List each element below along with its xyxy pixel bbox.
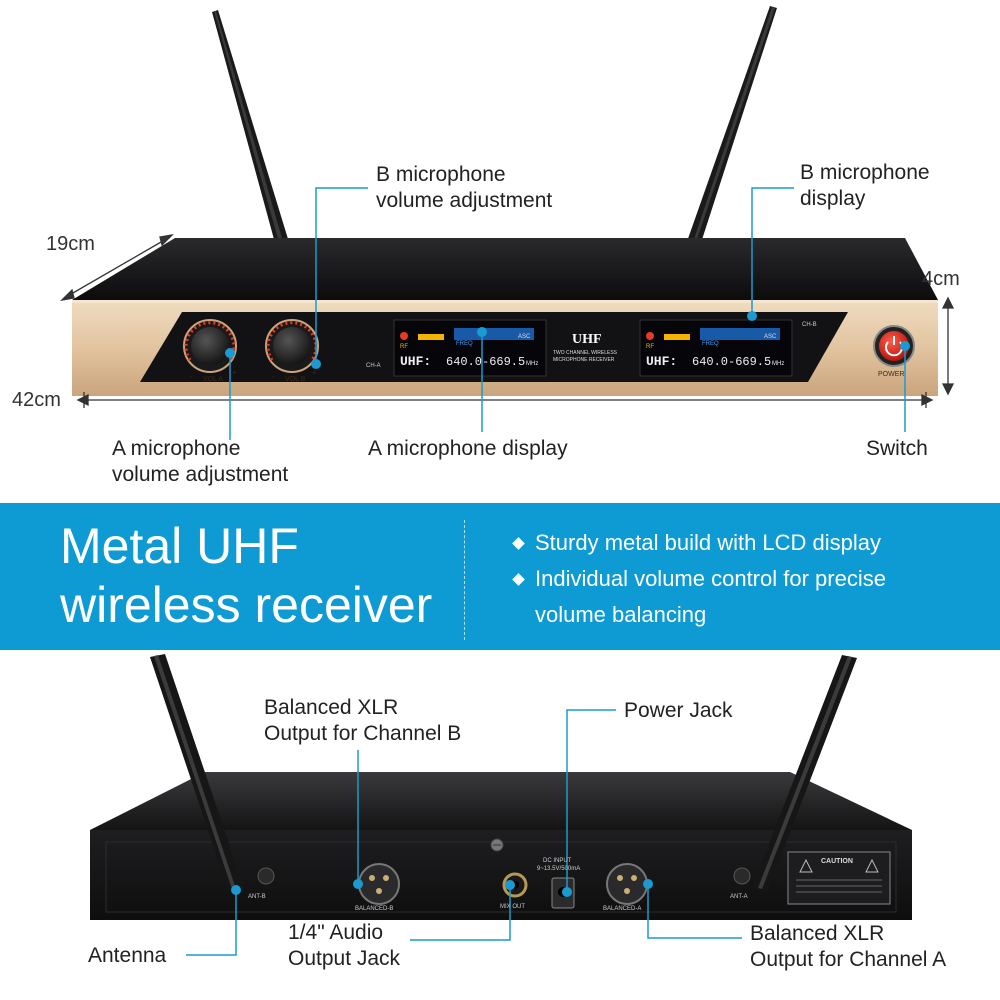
- lcd-a-freq: FREQ: [456, 341, 473, 347]
- rear-chassis-top: [90, 772, 912, 830]
- vol-b-plus: +: [312, 368, 317, 377]
- lcd-b-band: UHF:: [646, 354, 678, 369]
- ch-b-label: CH-B: [802, 322, 817, 328]
- callout-xlr-a-1: Balanced XLR: [750, 922, 885, 945]
- xlr-a-connector: [606, 863, 648, 905]
- feature-2: Individual volume control for precise: [535, 566, 886, 591]
- headline-line-1: Metal UHF: [60, 518, 299, 574]
- callout-power-jack: Power Jack: [624, 699, 733, 722]
- lcd-b-range: 640.0-669.5: [692, 355, 772, 369]
- ch-a-label: CH-A: [366, 363, 381, 369]
- front-antenna-right: [684, 6, 777, 252]
- mix-out-label: MIX OUT: [500, 904, 525, 910]
- banner-divider: [464, 520, 465, 640]
- balanced-a-label: BALANCED-A: [603, 906, 642, 912]
- lcd-a-asc: ASC: [518, 334, 531, 340]
- callout-xlr-a-2: Output for Channel A: [750, 948, 947, 971]
- brand-sub-2: MICROPHONE RECEIVER: [553, 357, 615, 363]
- lcd-a-unit: MHz: [526, 361, 539, 367]
- rear-antenna-right: [752, 655, 857, 890]
- lcd-b-freq: FREQ: [702, 341, 719, 347]
- front-antenna-left: [212, 10, 292, 254]
- xlr-b-connector: [358, 863, 400, 905]
- ant-a-label: ANT-A: [730, 894, 748, 900]
- power-label: POWER: [878, 371, 905, 378]
- callout-xlr-b-1: Balanced XLR: [264, 696, 399, 719]
- vol-a-minus: -: [190, 372, 193, 381]
- lcd-a-band: UHF:: [400, 354, 432, 369]
- dimension-width-line: [76, 392, 934, 408]
- callout-a-display: A microphone display: [368, 437, 568, 460]
- front-callout-lines: [229, 187, 906, 440]
- dimension-depth-label: 19cm: [46, 233, 95, 255]
- callout-switch: Switch: [866, 437, 928, 460]
- lcd-b-unit: MHz: [772, 361, 785, 367]
- vol-a-knob: [183, 319, 237, 373]
- dc-input-label-2: 9~13.5V/500mA: [537, 866, 581, 872]
- callout-antenna: Antenna: [88, 944, 167, 967]
- vol-a-plus: +: [232, 368, 237, 377]
- front-receiver-illustration: [60, 6, 955, 440]
- lcd-b: [639, 319, 793, 377]
- callout-a-volume-2: volume adjustment: [112, 463, 289, 486]
- callout-audio-1: 1/4" Audio: [288, 921, 384, 944]
- caution-title: CAUTION: [821, 858, 853, 865]
- balanced-b-label: BALANCED-B: [355, 906, 394, 912]
- lcd-b-asc: ASC: [764, 334, 777, 340]
- vol-b-knob: [265, 319, 319, 373]
- callout-b-display-2: display: [800, 187, 866, 210]
- lcd-a-range: 640.0-669.5: [446, 355, 526, 369]
- callout-b-volume-1: B microphone: [376, 163, 506, 186]
- rear-antenna-left: [150, 654, 244, 890]
- callout-xlr-b-2: Output for Channel B: [264, 722, 462, 745]
- brand-logo: UHF: [572, 332, 602, 347]
- dimension-height-label: 4cm: [922, 268, 960, 290]
- callout-b-display-1: B microphone: [800, 161, 930, 184]
- vol-b-label: VOL B: [285, 376, 306, 383]
- power-button-graphic: [873, 325, 915, 367]
- dimension-height-line: [941, 296, 955, 396]
- lcd-b-rf: RF: [646, 344, 654, 350]
- front-callout-dots: [225, 311, 910, 369]
- lcd-a: [393, 319, 547, 377]
- rear-callout-lines: [186, 709, 742, 956]
- vol-a-label: VOL A: [203, 376, 223, 383]
- dimension-depth-line: [60, 234, 174, 301]
- dc-input-label-1: DC INPUT: [543, 858, 572, 864]
- brand-sub-1: TWO CHANNEL WIRELESS: [553, 350, 617, 356]
- dimension-width-label: 42cm: [12, 389, 61, 411]
- callout-a-volume-1: A microphone: [112, 437, 241, 460]
- callout-audio-2: Output Jack: [288, 947, 401, 970]
- caution-label: [787, 851, 891, 905]
- feature-2-cont: volume balancing: [535, 602, 707, 627]
- headline-line-2: wireless receiver: [60, 577, 433, 633]
- callout-b-volume-2: volume adjustment: [376, 189, 553, 212]
- vol-b-minus: -: [272, 372, 275, 381]
- feature-banner: [0, 503, 1000, 650]
- feature-1: Sturdy metal build with LCD display: [535, 530, 882, 555]
- rear-callout-dots: [231, 879, 653, 897]
- ant-b-label: ANT-B: [248, 894, 266, 900]
- chassis-top: [72, 238, 938, 300]
- lcd-a-rf: RF: [400, 344, 408, 350]
